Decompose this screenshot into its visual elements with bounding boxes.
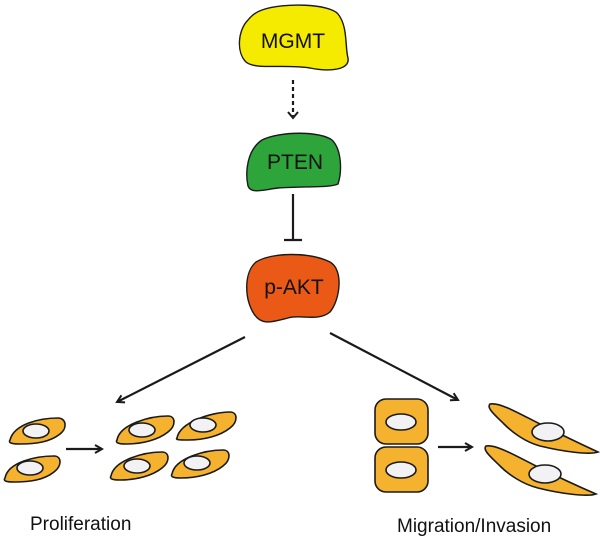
proliferation-cell [170,449,230,479]
mgmt-node: MGMT [238,4,349,71]
proliferation-cell [8,417,66,445]
pakt-label: p-AKT [264,276,324,299]
migration-cell [374,446,429,493]
arrow-to-migration [329,332,458,400]
migration-cell [488,403,600,454]
mgmt-label: MGMT [261,30,325,53]
mgmt-blob [238,4,349,71]
proliferation-caption: Proliferation [30,514,131,535]
proliferation-cell [175,411,237,441]
proliferation-cell [3,455,61,483]
proliferation-before-cells [3,417,66,483]
pakt-blob [246,253,340,323]
migration-after-cells [484,403,600,496]
pten-label: PTEN [267,151,323,174]
migration-caption: Migration/Invasion [397,516,551,537]
migration-cell [374,398,429,445]
proliferation-after-cells [109,411,237,481]
proliferation-cell [115,415,175,445]
proliferation-cell [109,451,169,481]
dashed-arrowhead-icon [287,111,299,120]
pten-node: PTEN [246,132,342,192]
migration-cell [484,445,599,496]
arrow-to-proliferation [117,336,246,402]
pakt-node: p-AKT [246,253,340,323]
migration-before-cells [374,398,429,493]
pten-blob [246,132,342,192]
